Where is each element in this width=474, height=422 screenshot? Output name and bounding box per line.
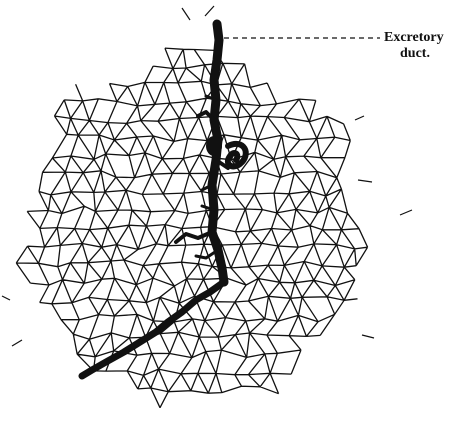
edge-fragment [205, 6, 214, 16]
duct-swelling [206, 136, 222, 156]
edge-fragment [400, 210, 412, 215]
duct-label-line1: Excretory [384, 30, 444, 45]
duct-label-line2: duct. [400, 46, 430, 61]
edge-fragment [362, 335, 374, 338]
edge-fragment [182, 8, 190, 20]
duct-side-branch [176, 232, 212, 242]
cell-walls [16, 48, 367, 408]
edge-fragment [355, 116, 364, 120]
edge-fragment [358, 180, 372, 182]
excretory-duct [82, 24, 246, 376]
edge-fragment [2, 296, 10, 300]
edge-fragment [12, 340, 22, 346]
